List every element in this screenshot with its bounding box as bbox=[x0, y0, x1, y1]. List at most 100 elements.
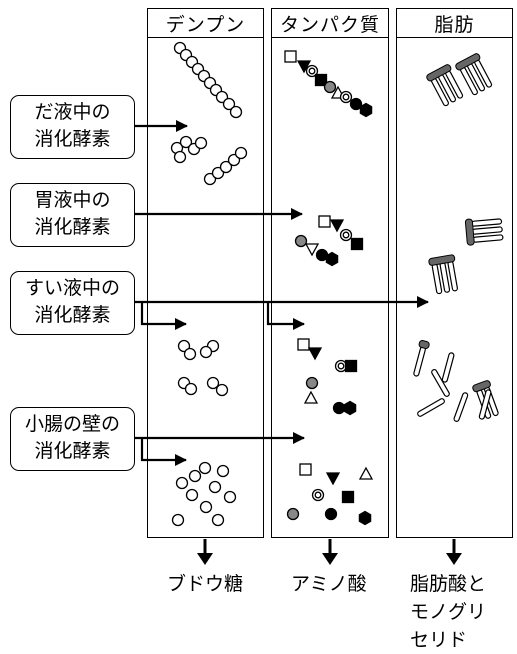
product-fat-line3: セリド bbox=[410, 629, 468, 651]
amino-square-filled bbox=[314, 73, 328, 87]
fat-molecule bbox=[455, 53, 493, 96]
amino-circle-gray bbox=[294, 234, 308, 248]
glucose-unit bbox=[185, 488, 199, 502]
column-title-starch: デンプン bbox=[148, 9, 263, 38]
enzyme-box-saliva: だ液中の 消化酵素 bbox=[10, 95, 135, 159]
enzyme-intestinal-line2: 消化酵素 bbox=[34, 440, 111, 462]
glycerol-bar bbox=[464, 218, 475, 246]
maltose-unit bbox=[177, 339, 191, 353]
fat-molecule bbox=[464, 218, 504, 246]
maltose-unit bbox=[179, 135, 193, 149]
glucose-unit bbox=[188, 469, 202, 483]
fat-molecule bbox=[428, 254, 458, 295]
amino-ring-inner bbox=[308, 67, 316, 75]
dextrin-unit bbox=[219, 160, 233, 174]
dextrin-unit bbox=[173, 150, 187, 164]
amino-circle-gray bbox=[305, 376, 319, 390]
amino-ring-inner bbox=[314, 491, 322, 499]
amino-triangle-up bbox=[358, 466, 374, 480]
enzyme-box-pancreatic: すい液中の 消化酵素 bbox=[10, 271, 135, 335]
amino-square-filled bbox=[344, 359, 358, 373]
glucose-unit bbox=[208, 480, 222, 494]
amino-triangle-down bbox=[296, 60, 312, 74]
product-fat-line2: モノグリ bbox=[410, 601, 487, 623]
amino-triangle-down bbox=[304, 243, 320, 257]
column-title-fat: 脂肪 bbox=[397, 9, 512, 38]
glucose-unit bbox=[223, 490, 237, 504]
amino-hexagon bbox=[359, 102, 373, 118]
glucose-unit bbox=[211, 513, 225, 527]
enzyme-box-gastric: 胃液中の 消化酵素 bbox=[10, 183, 135, 247]
free-fatty-acid bbox=[478, 389, 492, 420]
amino-triangle-up bbox=[303, 390, 319, 404]
starch-chain-unit bbox=[229, 105, 243, 119]
glucose-unit bbox=[199, 500, 213, 514]
fat-molecule bbox=[413, 340, 430, 377]
fatty-acid-tail bbox=[472, 234, 504, 243]
column-protein: タンパク質 bbox=[271, 8, 389, 538]
amino-square-filled bbox=[350, 237, 364, 251]
maltose-unit bbox=[215, 383, 229, 397]
amino-ring-inner bbox=[342, 231, 350, 239]
starch-chain-unit bbox=[222, 97, 236, 111]
amino-hexagon bbox=[325, 251, 339, 267]
glucose-unit bbox=[198, 461, 212, 475]
maltose-unit bbox=[199, 345, 213, 359]
maltose-unit bbox=[194, 136, 208, 150]
amino-square-open bbox=[284, 50, 297, 63]
amino-circle-gray bbox=[323, 80, 337, 94]
amino-circle-filled bbox=[324, 507, 338, 521]
amino-hexagon bbox=[343, 400, 357, 416]
amino-square-open bbox=[318, 215, 331, 228]
amino-square-open bbox=[297, 338, 310, 351]
glycerol-bar bbox=[426, 64, 452, 82]
amino-ring-inner bbox=[337, 362, 345, 370]
glucose-unit bbox=[171, 513, 185, 527]
free-fatty-acid bbox=[431, 369, 450, 397]
product-protein: アミノ酸 bbox=[291, 573, 367, 595]
column-title-protein: タンパク質 bbox=[272, 9, 388, 38]
free-fatty-acid bbox=[453, 392, 469, 422]
fatty-acid-tail bbox=[413, 346, 426, 377]
glucose-unit bbox=[216, 464, 230, 478]
amino-circle-gray bbox=[286, 507, 300, 521]
amino-triangle-down bbox=[325, 472, 341, 486]
glycerol-bar bbox=[428, 254, 456, 266]
dextrin-unit bbox=[211, 166, 225, 180]
enzyme-intestinal-line1: 小腸の壁の bbox=[24, 413, 120, 435]
amino-circle-filled bbox=[332, 401, 346, 415]
maltose-unit bbox=[206, 376, 220, 390]
glycerol-bar bbox=[455, 53, 481, 71]
enzyme-saliva-line1: だ液中の bbox=[34, 101, 111, 123]
dextrin-unit bbox=[234, 146, 248, 160]
amino-circle-filled bbox=[349, 97, 363, 111]
fat-molecule bbox=[426, 64, 464, 107]
amino-ring-inner bbox=[342, 93, 350, 101]
glucose-unit bbox=[175, 476, 189, 490]
fatty-acid-tail bbox=[470, 218, 503, 227]
arrow-pancreatic-to-protein bbox=[266, 302, 305, 330]
glycerol-bar bbox=[418, 340, 430, 350]
maltose-unit bbox=[183, 347, 197, 361]
enzyme-pancreatic-line1: すい液中の bbox=[24, 277, 120, 299]
amino-hexagon bbox=[358, 510, 372, 526]
amino-triangle-down bbox=[329, 219, 345, 233]
arrow-pancreatic-to-starch bbox=[140, 302, 187, 330]
product-starch: ブドウ糖 bbox=[167, 573, 244, 595]
free-fatty-acid bbox=[441, 352, 455, 383]
arrow-intestinal-to-starch bbox=[140, 438, 187, 466]
fatty-acid-tail bbox=[471, 226, 503, 235]
enzyme-gastric-line2: 消化酵素 bbox=[34, 216, 111, 238]
free-fatty-acid bbox=[417, 398, 445, 417]
glycerol-bar bbox=[472, 380, 491, 393]
enzyme-saliva-line2: 消化酵素 bbox=[34, 128, 111, 150]
maltose-unit bbox=[184, 382, 198, 396]
column-starch: デンプン bbox=[147, 8, 264, 538]
amino-square-filled bbox=[341, 490, 355, 504]
product-fat-line1: 脂肪酸と bbox=[410, 573, 487, 595]
amino-square-open bbox=[299, 463, 312, 476]
amino-triangle-down bbox=[307, 347, 323, 361]
dextrin-unit bbox=[203, 172, 217, 186]
